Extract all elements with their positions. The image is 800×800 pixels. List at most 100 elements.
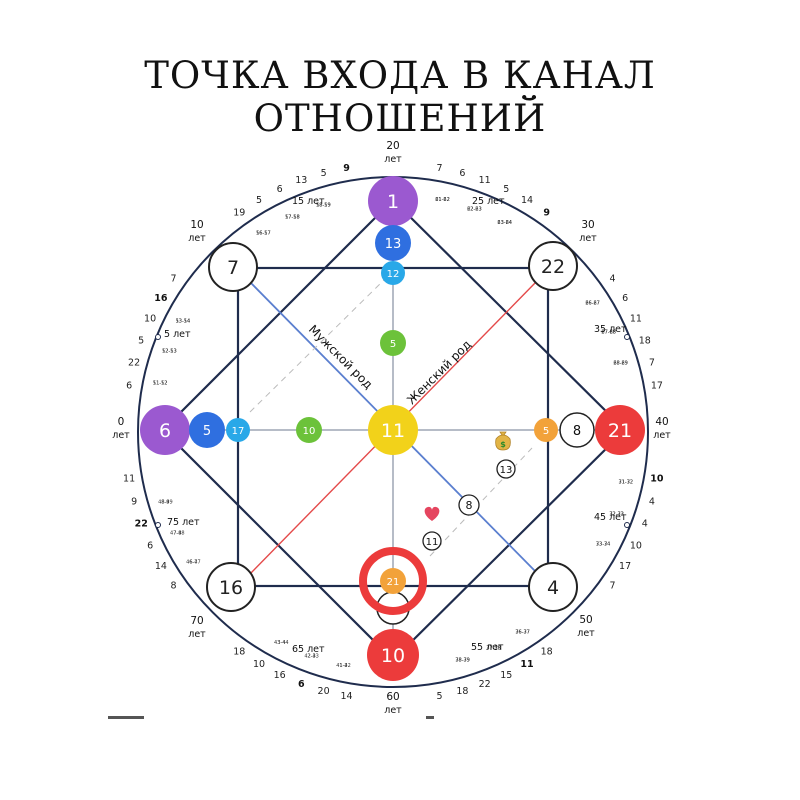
age-range-label: 62-63 bbox=[467, 206, 482, 212]
ring-number: 18 bbox=[639, 335, 651, 346]
right-small-value: 5 bbox=[543, 426, 549, 437]
ring-number: 22 bbox=[128, 358, 140, 369]
ring-number: 19 bbox=[233, 208, 245, 219]
ring-marker bbox=[155, 522, 161, 528]
ring-number: 18 bbox=[541, 647, 553, 658]
age-30-value: 30 bbox=[581, 219, 594, 231]
ring-marker bbox=[624, 334, 630, 340]
age-top-value: 20 bbox=[386, 140, 399, 152]
ring-number: 7 bbox=[170, 273, 176, 284]
diag-8-circle bbox=[458, 494, 480, 516]
age-range-label: 31-32 bbox=[619, 480, 634, 486]
age-range-label: 28-29 bbox=[613, 360, 628, 366]
dashed-guide-lower bbox=[429, 447, 533, 557]
age-range-label: 66-67 bbox=[585, 300, 600, 306]
page-title: ТОЧКА ВХОДА В КАНАЛ ОТНОШЕНИЙ bbox=[144, 54, 656, 140]
age-range-label: 51-52 bbox=[153, 381, 168, 387]
diag-11-value: 11 bbox=[426, 537, 439, 548]
ring-number: 6 bbox=[298, 679, 305, 690]
upper-center-value: 5 bbox=[390, 339, 396, 350]
age-30-unit: лет bbox=[579, 233, 597, 244]
age-range-label: 57-58 bbox=[285, 214, 300, 220]
age-range-label: 6-7 bbox=[189, 560, 197, 566]
age-range-label: 48-49 bbox=[158, 500, 173, 506]
age-right-value: 40 bbox=[655, 416, 668, 428]
ring-number: 8 bbox=[170, 581, 176, 592]
female-line-label: Женский род bbox=[404, 337, 474, 407]
age-range-label: 36-37 bbox=[515, 630, 530, 636]
ring-number: 11 bbox=[520, 659, 533, 670]
left-small-value: 17 bbox=[232, 426, 245, 437]
ring-number: 4 bbox=[609, 273, 615, 284]
age-range-label: 32-33 bbox=[609, 511, 624, 517]
left-circle bbox=[140, 405, 190, 455]
age-range-label: 13-14 bbox=[176, 318, 191, 324]
age-50-value: 50 bbox=[579, 614, 592, 626]
age-range-label: 26-27 bbox=[585, 300, 600, 306]
age-range-label: 2-3 bbox=[308, 654, 316, 660]
diag-13-circle bbox=[496, 459, 516, 479]
age-15: 15 лет bbox=[292, 196, 325, 207]
ring-number: 10 bbox=[144, 314, 156, 325]
age-range-label: 41-42 bbox=[336, 663, 351, 669]
age-range-label: 23-24 bbox=[497, 220, 512, 226]
center-value: 11 bbox=[381, 420, 405, 442]
age-top-unit: лет bbox=[384, 154, 402, 165]
bottom-value: 10 bbox=[381, 645, 405, 667]
top-small-value: 12 bbox=[387, 269, 400, 280]
right-small-circle bbox=[534, 418, 558, 442]
ring-number: 5 bbox=[256, 195, 262, 206]
ring-number: 17 bbox=[651, 381, 663, 392]
age-range-label: 1-2 bbox=[339, 663, 347, 669]
top-inner-circle bbox=[375, 225, 411, 261]
left-inner-circle bbox=[189, 412, 225, 448]
bottom-inner-value: 21 bbox=[387, 577, 400, 588]
age-range-label: 21-22 bbox=[435, 197, 450, 203]
ring-number: 6 bbox=[622, 293, 628, 304]
age-range-label: 68-69 bbox=[613, 360, 628, 366]
age-range-label: 52-53 bbox=[162, 349, 177, 355]
center-circle bbox=[368, 405, 418, 455]
ring-marker bbox=[155, 334, 161, 340]
right-inner-circle bbox=[559, 412, 595, 448]
age-50-unit: лет bbox=[577, 628, 595, 639]
age-range-label: 72-73 bbox=[609, 511, 624, 517]
age-range-label: 17-18 bbox=[285, 214, 300, 220]
age-left-unit: лет bbox=[112, 430, 130, 441]
right-inner-value: 8 bbox=[573, 424, 581, 439]
ring-number: 10 bbox=[630, 540, 642, 551]
age-range-label: 18-19 bbox=[316, 202, 331, 208]
age-55: 55 лет bbox=[471, 642, 504, 653]
right-value: 21 bbox=[608, 420, 632, 442]
age-range-label: 37-38 bbox=[486, 646, 501, 652]
bottom-inner-circle bbox=[380, 568, 406, 594]
ring-number: 6 bbox=[147, 540, 153, 551]
age-45: 45 лет bbox=[594, 512, 627, 523]
age-range-label: 43-44 bbox=[274, 640, 289, 646]
top-inner-value: 13 bbox=[385, 237, 402, 252]
top-left-circle bbox=[208, 242, 258, 292]
left-small-circle bbox=[226, 418, 250, 442]
ring-number: 15 bbox=[500, 670, 512, 681]
age-range-label: 11-12 bbox=[153, 381, 168, 387]
ring-number: 4 bbox=[642, 519, 648, 530]
diag-13-value: 13 bbox=[500, 465, 513, 476]
age-range-label: 47-48 bbox=[170, 531, 185, 537]
age-range-label: 73-74 bbox=[596, 542, 611, 548]
age-range-label: 16-17 bbox=[256, 230, 271, 236]
top-right-value: 22 bbox=[541, 256, 565, 278]
age-70-unit: лет bbox=[188, 629, 206, 640]
age-range-label: 63-64 bbox=[497, 220, 512, 226]
bottom-right-value: 4 bbox=[547, 577, 559, 599]
age-range-label: 67-68 bbox=[601, 329, 616, 335]
ring-number: 18 bbox=[456, 686, 468, 697]
ring-number: 9 bbox=[343, 163, 350, 174]
age-range-label: 7-8 bbox=[173, 531, 181, 537]
top-small-circle bbox=[381, 261, 405, 285]
diag-11-circle bbox=[422, 531, 442, 551]
bottom-right-circle bbox=[528, 562, 578, 612]
age-range-label: 12-13 bbox=[162, 349, 177, 355]
ring-number: 13 bbox=[295, 175, 307, 186]
age-range-label: 53-54 bbox=[176, 318, 191, 324]
